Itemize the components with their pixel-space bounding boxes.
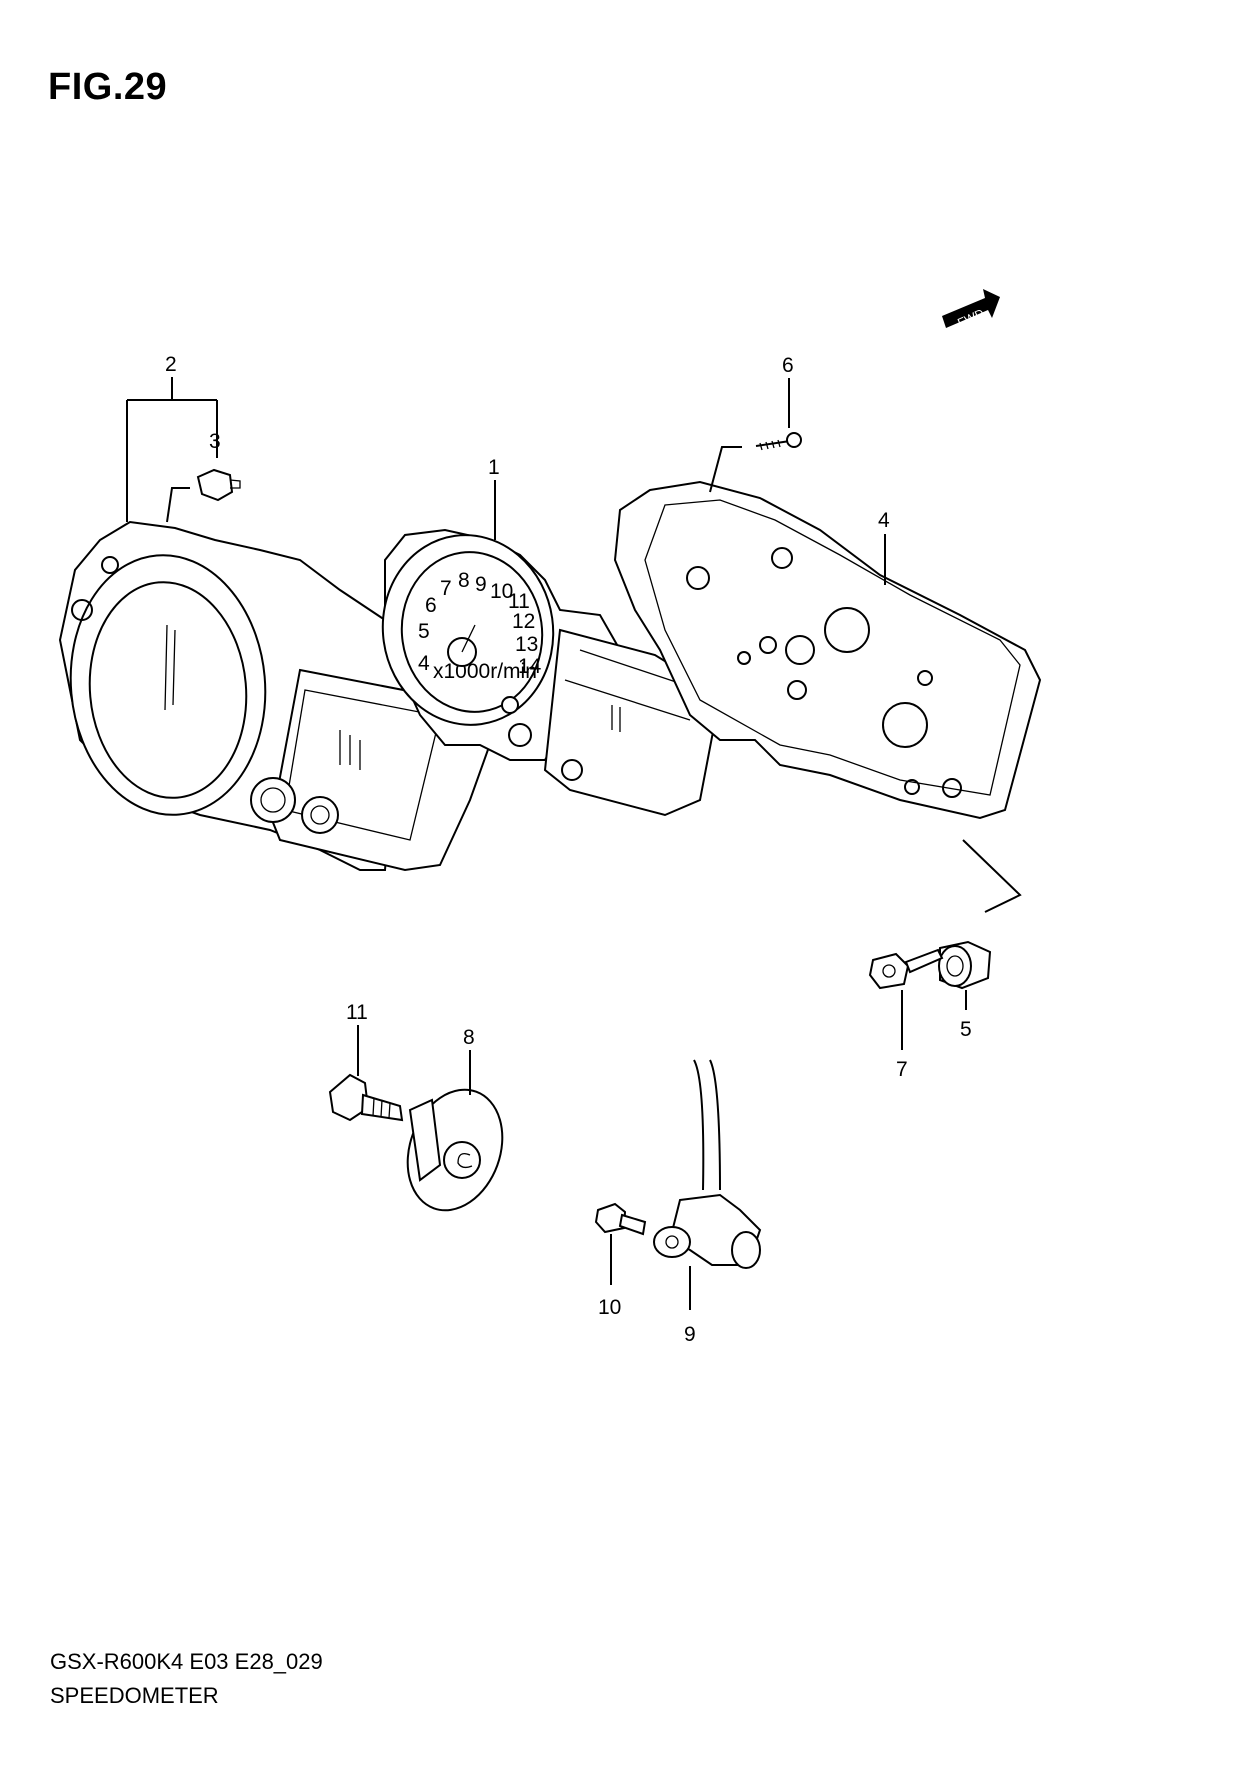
tach-num-11: 11 bbox=[508, 590, 530, 613]
tach-num-13: 13 bbox=[515, 633, 538, 656]
section-name: SPEEDOMETER bbox=[50, 1683, 219, 1708]
tach-num-4: 4 bbox=[418, 652, 430, 675]
tach-num-12: 12 bbox=[512, 610, 535, 633]
meter-case-part bbox=[613, 480, 1042, 820]
tach-num-9: 9 bbox=[475, 573, 487, 596]
callout-4: 4 bbox=[878, 509, 890, 532]
tach-num-10: 10 bbox=[490, 580, 513, 603]
callout-5: 5 bbox=[960, 1018, 972, 1041]
cover-screw-part bbox=[196, 468, 241, 502]
leader-lines bbox=[126, 377, 1022, 1310]
callout-3: 3 bbox=[209, 430, 221, 453]
bolt-part-10 bbox=[594, 1202, 647, 1236]
callout-9: 9 bbox=[684, 1323, 696, 1346]
bolt-part-7 bbox=[868, 948, 944, 990]
callout-10: 10 bbox=[598, 1296, 621, 1319]
callout-6: 6 bbox=[782, 354, 794, 377]
tach-unit-label: x1000r/min bbox=[433, 660, 537, 683]
meter-assembly-part: 4 5 6 7 8 9 10 11 12 13 14 x1000r/min bbox=[381, 528, 722, 817]
figure-title: FIG.29 bbox=[48, 66, 168, 108]
callout-1: 1 bbox=[488, 456, 500, 479]
tach-num-14: 14 bbox=[518, 655, 542, 678]
callout-11: 11 bbox=[346, 1001, 368, 1024]
tapping-screw-part bbox=[755, 432, 802, 451]
rotor-part bbox=[406, 1088, 504, 1212]
tach-num-7: 7 bbox=[440, 577, 452, 600]
tach-num-6: 6 bbox=[425, 594, 437, 617]
callout-7: 7 bbox=[896, 1058, 908, 1081]
model-code: GSX-R600K4 E03 E28_029 bbox=[50, 1649, 323, 1674]
tach-num-8: 8 bbox=[458, 569, 470, 592]
callout-2: 2 bbox=[165, 353, 177, 376]
bolt-part-11 bbox=[328, 1073, 404, 1122]
callout-8: 8 bbox=[463, 1026, 475, 1049]
grommet-part bbox=[938, 940, 992, 990]
speed-sensor-part bbox=[653, 1059, 762, 1269]
fwd-arrow-icon: FWD bbox=[942, 289, 1000, 330]
tach-num-5: 5 bbox=[418, 620, 430, 643]
